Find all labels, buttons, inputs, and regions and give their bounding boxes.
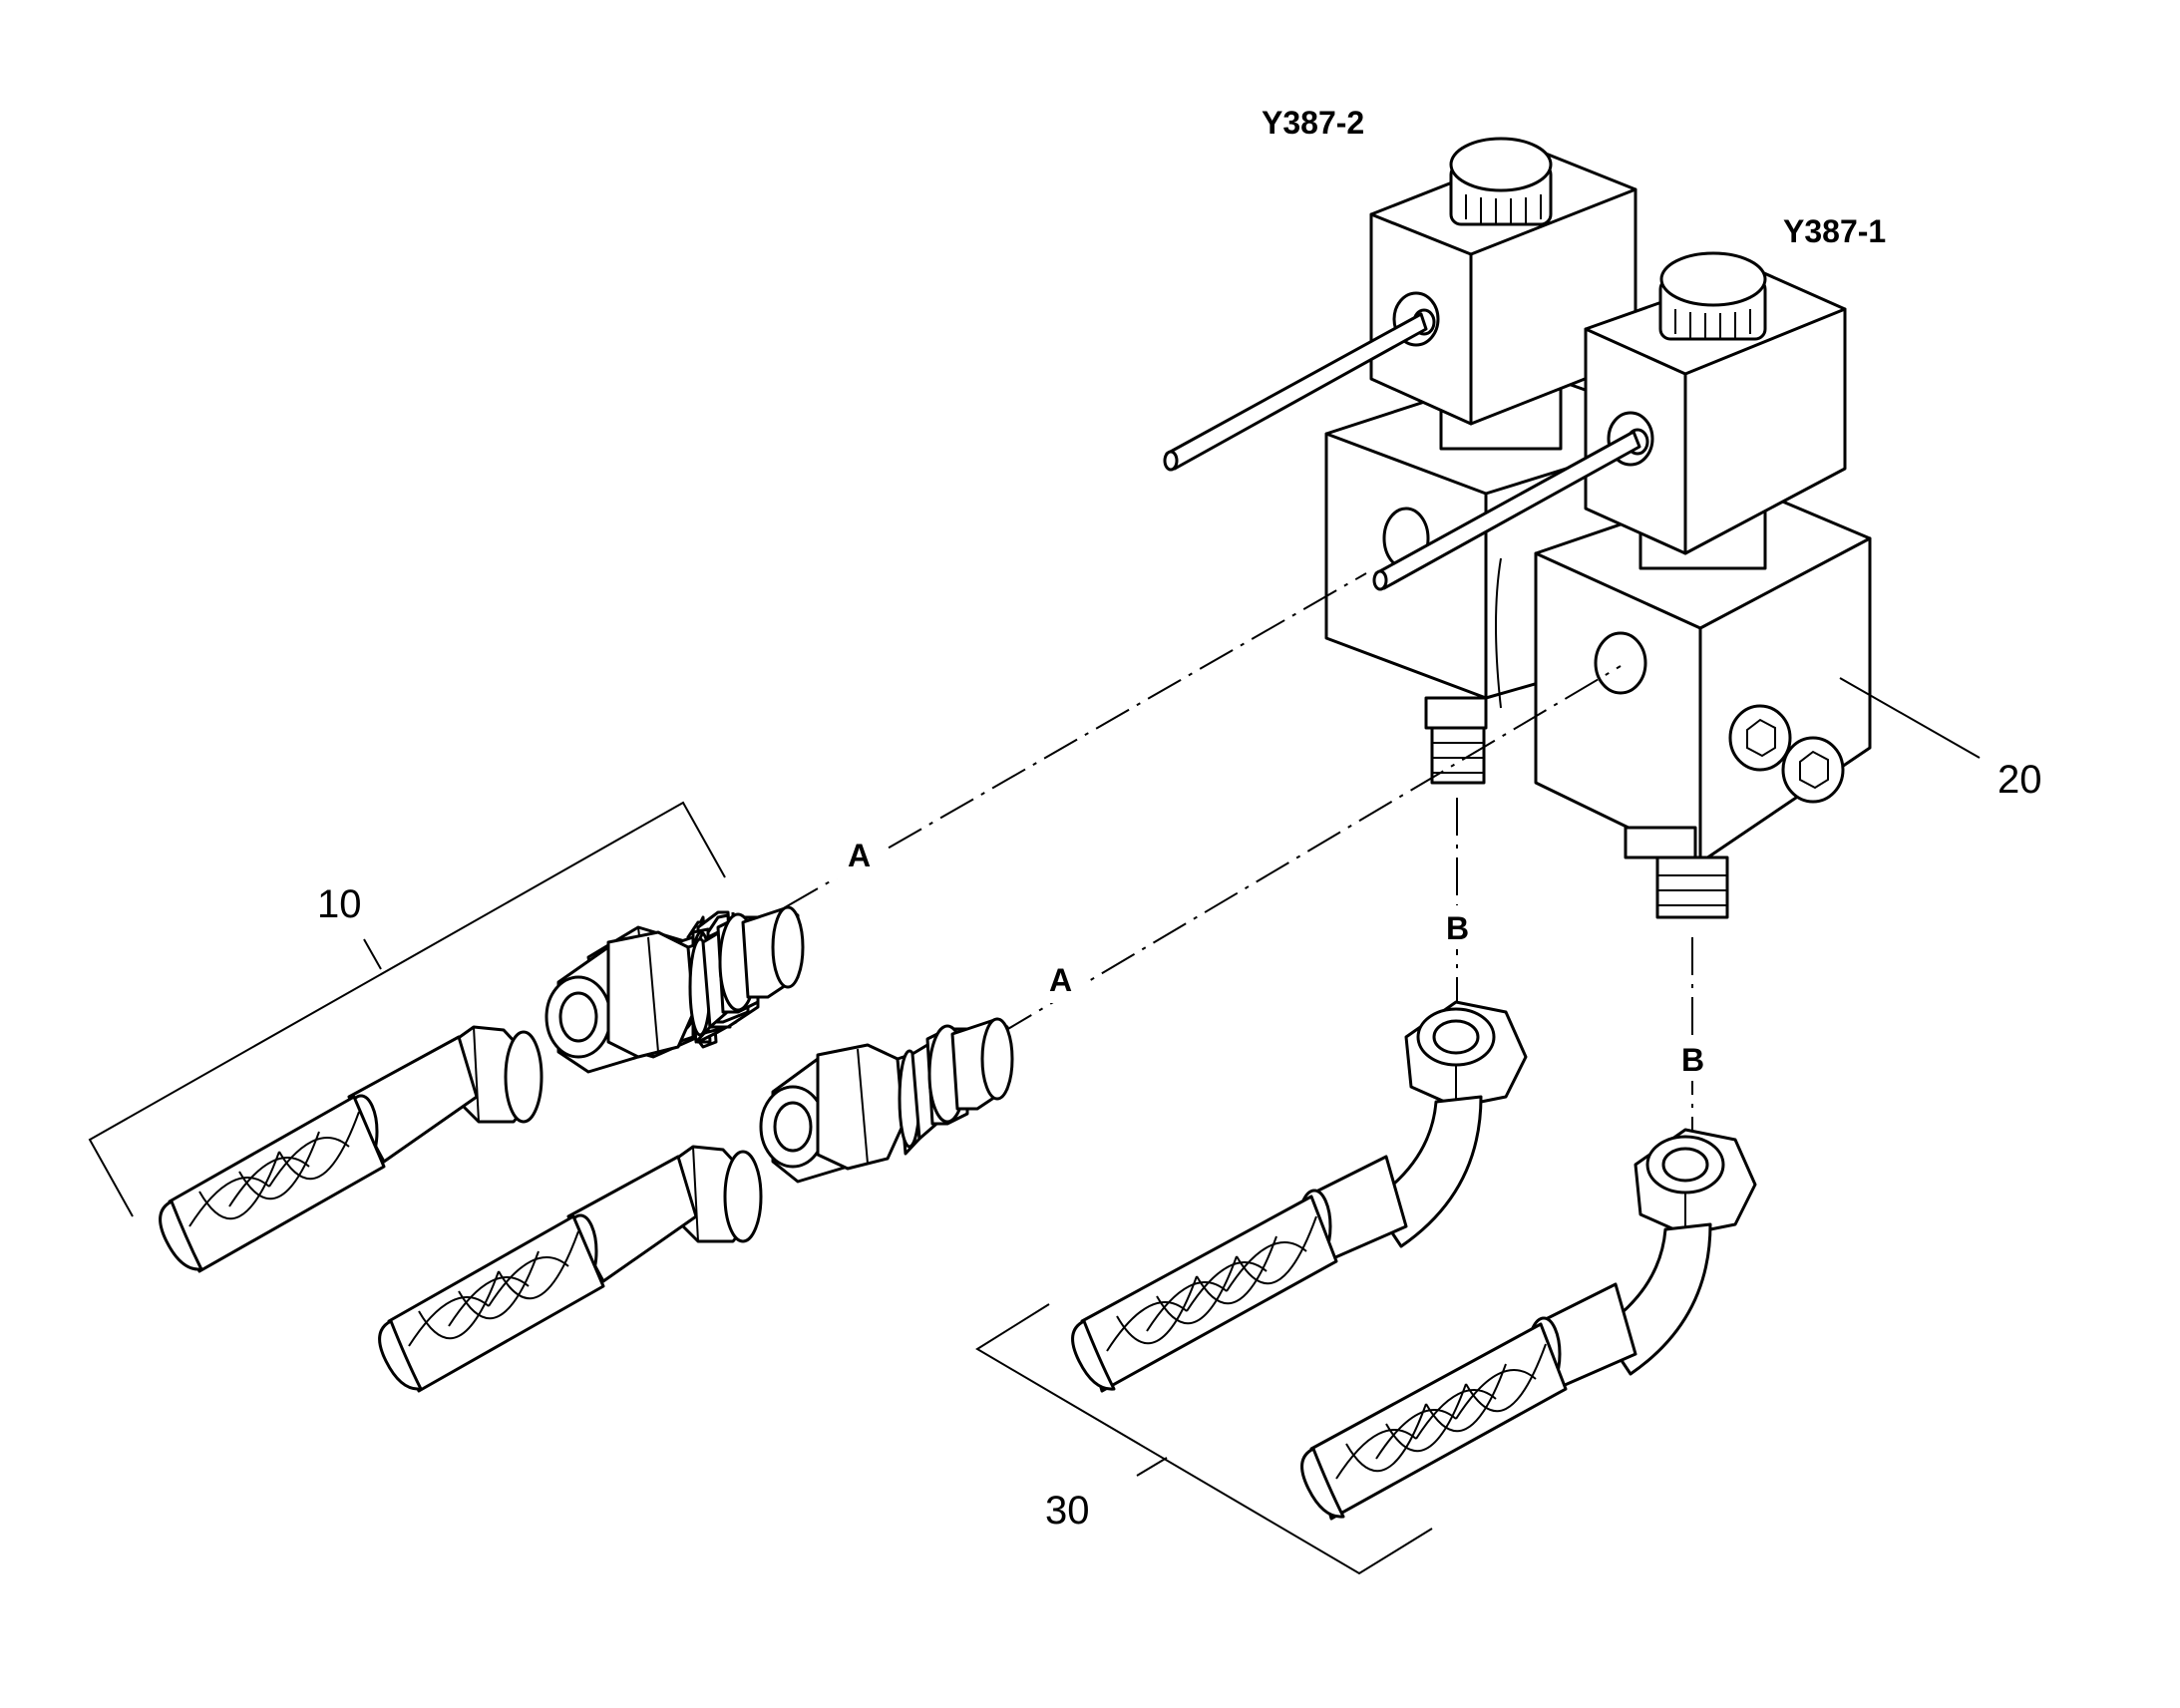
coil-label-y387-1: Y387-1: [1783, 213, 1886, 249]
leader-item-20: [1839, 677, 1981, 759]
adapter-fitting-lower: [759, 1017, 1014, 1184]
bottom-hose-assembly: [975, 1000, 1757, 1575]
connection-label-b-right: B: [1681, 1042, 1704, 1078]
connection-label-a-lower: A: [1049, 962, 1072, 998]
coil-y387-1: [1372, 251, 1847, 591]
front-valve-body: [1534, 482, 1872, 919]
valve-assembly: [1163, 137, 1872, 919]
hose-left-upper: [159, 1025, 544, 1273]
item-label-10: 10: [317, 882, 362, 926]
item-label-30: 30: [1045, 1489, 1090, 1533]
bracket-item-10: [88, 801, 726, 1217]
cap-screw-1: [1728, 704, 1792, 772]
bracket-item-30: [975, 1303, 1433, 1575]
labels: Y387-2 Y387-1 10 20 30 A A B B: [317, 105, 2042, 1533]
hose-left-lower: [378, 1145, 763, 1393]
adapter-fitting-upper-clean: [545, 905, 805, 1074]
coil-label-y387-2: Y387-2: [1262, 105, 1364, 141]
hose-elbow-left: [1071, 1000, 1528, 1393]
hose-elbow-right: [1300, 1128, 1757, 1521]
item-label-20: 20: [1998, 758, 2042, 802]
connection-label-a-upper: A: [848, 838, 871, 873]
coil-y387-2: [1163, 137, 1637, 472]
connection-label-b-left: B: [1446, 910, 1469, 946]
left-hose-assembly: [88, 801, 1014, 1393]
cap-screw-2: [1781, 736, 1845, 804]
